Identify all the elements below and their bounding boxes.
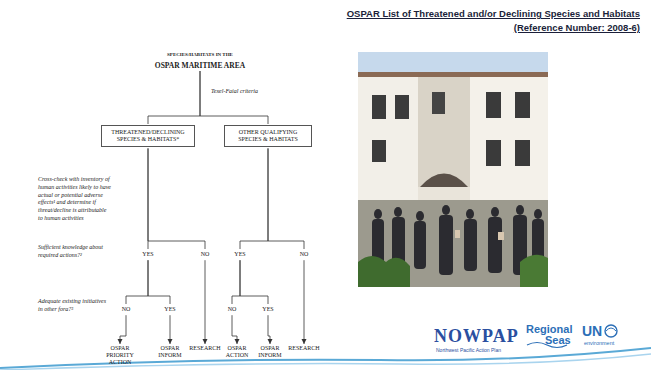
- un-emblem: [605, 325, 617, 337]
- node-text: OTHER QUALIFYING SPECIES & HABITATS: [229, 129, 307, 143]
- arrow-head: [168, 339, 173, 344]
- connector-line: [126, 260, 148, 304]
- node-text: RESEARCH: [286, 345, 322, 352]
- category-box: THREATENED/DECLINING SPECIES & HABITATS*: [101, 125, 195, 147]
- heading-line: SPECIES/HABITATS IN THE: [140, 52, 260, 58]
- connector-line: [240, 148, 268, 249]
- arrow-head: [268, 339, 273, 344]
- flow-connector: [148, 260, 170, 304]
- node-text: YES: [138, 251, 158, 258]
- connector-line: [268, 148, 304, 249]
- logo-text: UN: [582, 323, 602, 339]
- flow-connector: [118, 315, 127, 344]
- question-note: Sufficient knowledge about required acti…: [38, 244, 114, 260]
- flow-connector: [203, 260, 208, 344]
- arrow-head: [203, 339, 208, 344]
- answer-node: YES: [230, 250, 250, 259]
- logo-subtitle: environment: [584, 340, 614, 346]
- outcome-node: RESEARCH: [188, 345, 222, 352]
- logo-text: Seas: [545, 334, 571, 346]
- arrow-head: [235, 339, 240, 344]
- answer-node: NO: [294, 250, 314, 259]
- flow-connector: [148, 148, 205, 249]
- outcome-node: OSPAR INFORM: [156, 345, 184, 359]
- outcome-node: OSPAR PRIORITY ACTION: [97, 345, 143, 367]
- connector-line: [232, 260, 240, 304]
- courtyard-photo: [358, 52, 548, 287]
- connector-line: [304, 260, 305, 344]
- logo-text: NOWPAP: [434, 326, 519, 347]
- logo-subtitle: Northwest Pacific Action Plan: [436, 347, 501, 353]
- flow-connector: [302, 260, 307, 344]
- node-text: YES: [258, 306, 278, 313]
- connector-line: [205, 260, 206, 344]
- slide-title: OSPAR List of Threatened and/or Declinin…: [347, 8, 640, 19]
- start-heading: SPECIES/HABITATS IN THE OSPAR MARITIME AR…: [140, 52, 260, 70]
- node-text: OSPAR ACTION: [223, 345, 251, 359]
- flow-connector: [240, 148, 268, 249]
- node-text: NO: [116, 306, 136, 313]
- flow-connector: [240, 260, 268, 304]
- node-text: OSPAR INFORM: [256, 345, 284, 359]
- arrow-head: [302, 339, 307, 344]
- node-text: NO: [222, 306, 242, 313]
- node-text: YES: [230, 251, 250, 258]
- connector-line: [148, 71, 200, 124]
- node-text: OSPAR PRIORITY ACTION: [97, 345, 143, 367]
- answer-node: NO: [195, 250, 215, 259]
- flow-connector: [148, 71, 200, 124]
- logo-text: Regional: [526, 323, 572, 335]
- question-note: Adequate existing initiatives in other f…: [38, 298, 108, 314]
- connector-line: [200, 71, 268, 124]
- flow-connector: [232, 315, 240, 344]
- answer-node: YES: [258, 305, 278, 314]
- reference-number: (Reference Number: 2008-6): [514, 22, 640, 33]
- connector-line: [240, 260, 268, 304]
- answer-node: NO: [222, 305, 242, 314]
- answer-node: YES: [160, 305, 180, 314]
- flow-connector: [268, 148, 304, 249]
- flow-connector: [232, 260, 240, 304]
- node-text: THREATENED/DECLINING SPECIES & HABITATS*: [106, 129, 190, 143]
- outcome-node: RESEARCH: [286, 345, 322, 352]
- step-note: Cross-check with inventory of human acti…: [38, 176, 112, 223]
- criteria-note: Texel-Faial criteria: [211, 88, 258, 94]
- node-text: YES: [160, 306, 180, 313]
- outcome-node: OSPAR ACTION: [223, 345, 251, 359]
- answer-node: NO: [116, 305, 136, 314]
- node-text: OSPAR INFORM: [156, 345, 184, 359]
- flow-connector: [268, 315, 273, 344]
- node-text: NO: [195, 251, 215, 258]
- flow-connector: [168, 315, 173, 344]
- connector-line: [148, 260, 170, 304]
- heading-title: OSPAR MARITIME AREA: [140, 61, 260, 70]
- answer-node: YES: [138, 250, 158, 259]
- arrow-head: [118, 339, 123, 344]
- node-text: RESEARCH: [188, 345, 222, 352]
- category-box: OTHER QUALIFYING SPECIES & HABITATS: [224, 125, 312, 147]
- node-text: NO: [294, 251, 314, 258]
- outcome-node: OSPAR INFORM: [256, 345, 284, 359]
- connector-line: [148, 148, 205, 249]
- footer-wave: [0, 348, 651, 370]
- flow-connector: [200, 71, 268, 124]
- flow-connector: [126, 260, 148, 304]
